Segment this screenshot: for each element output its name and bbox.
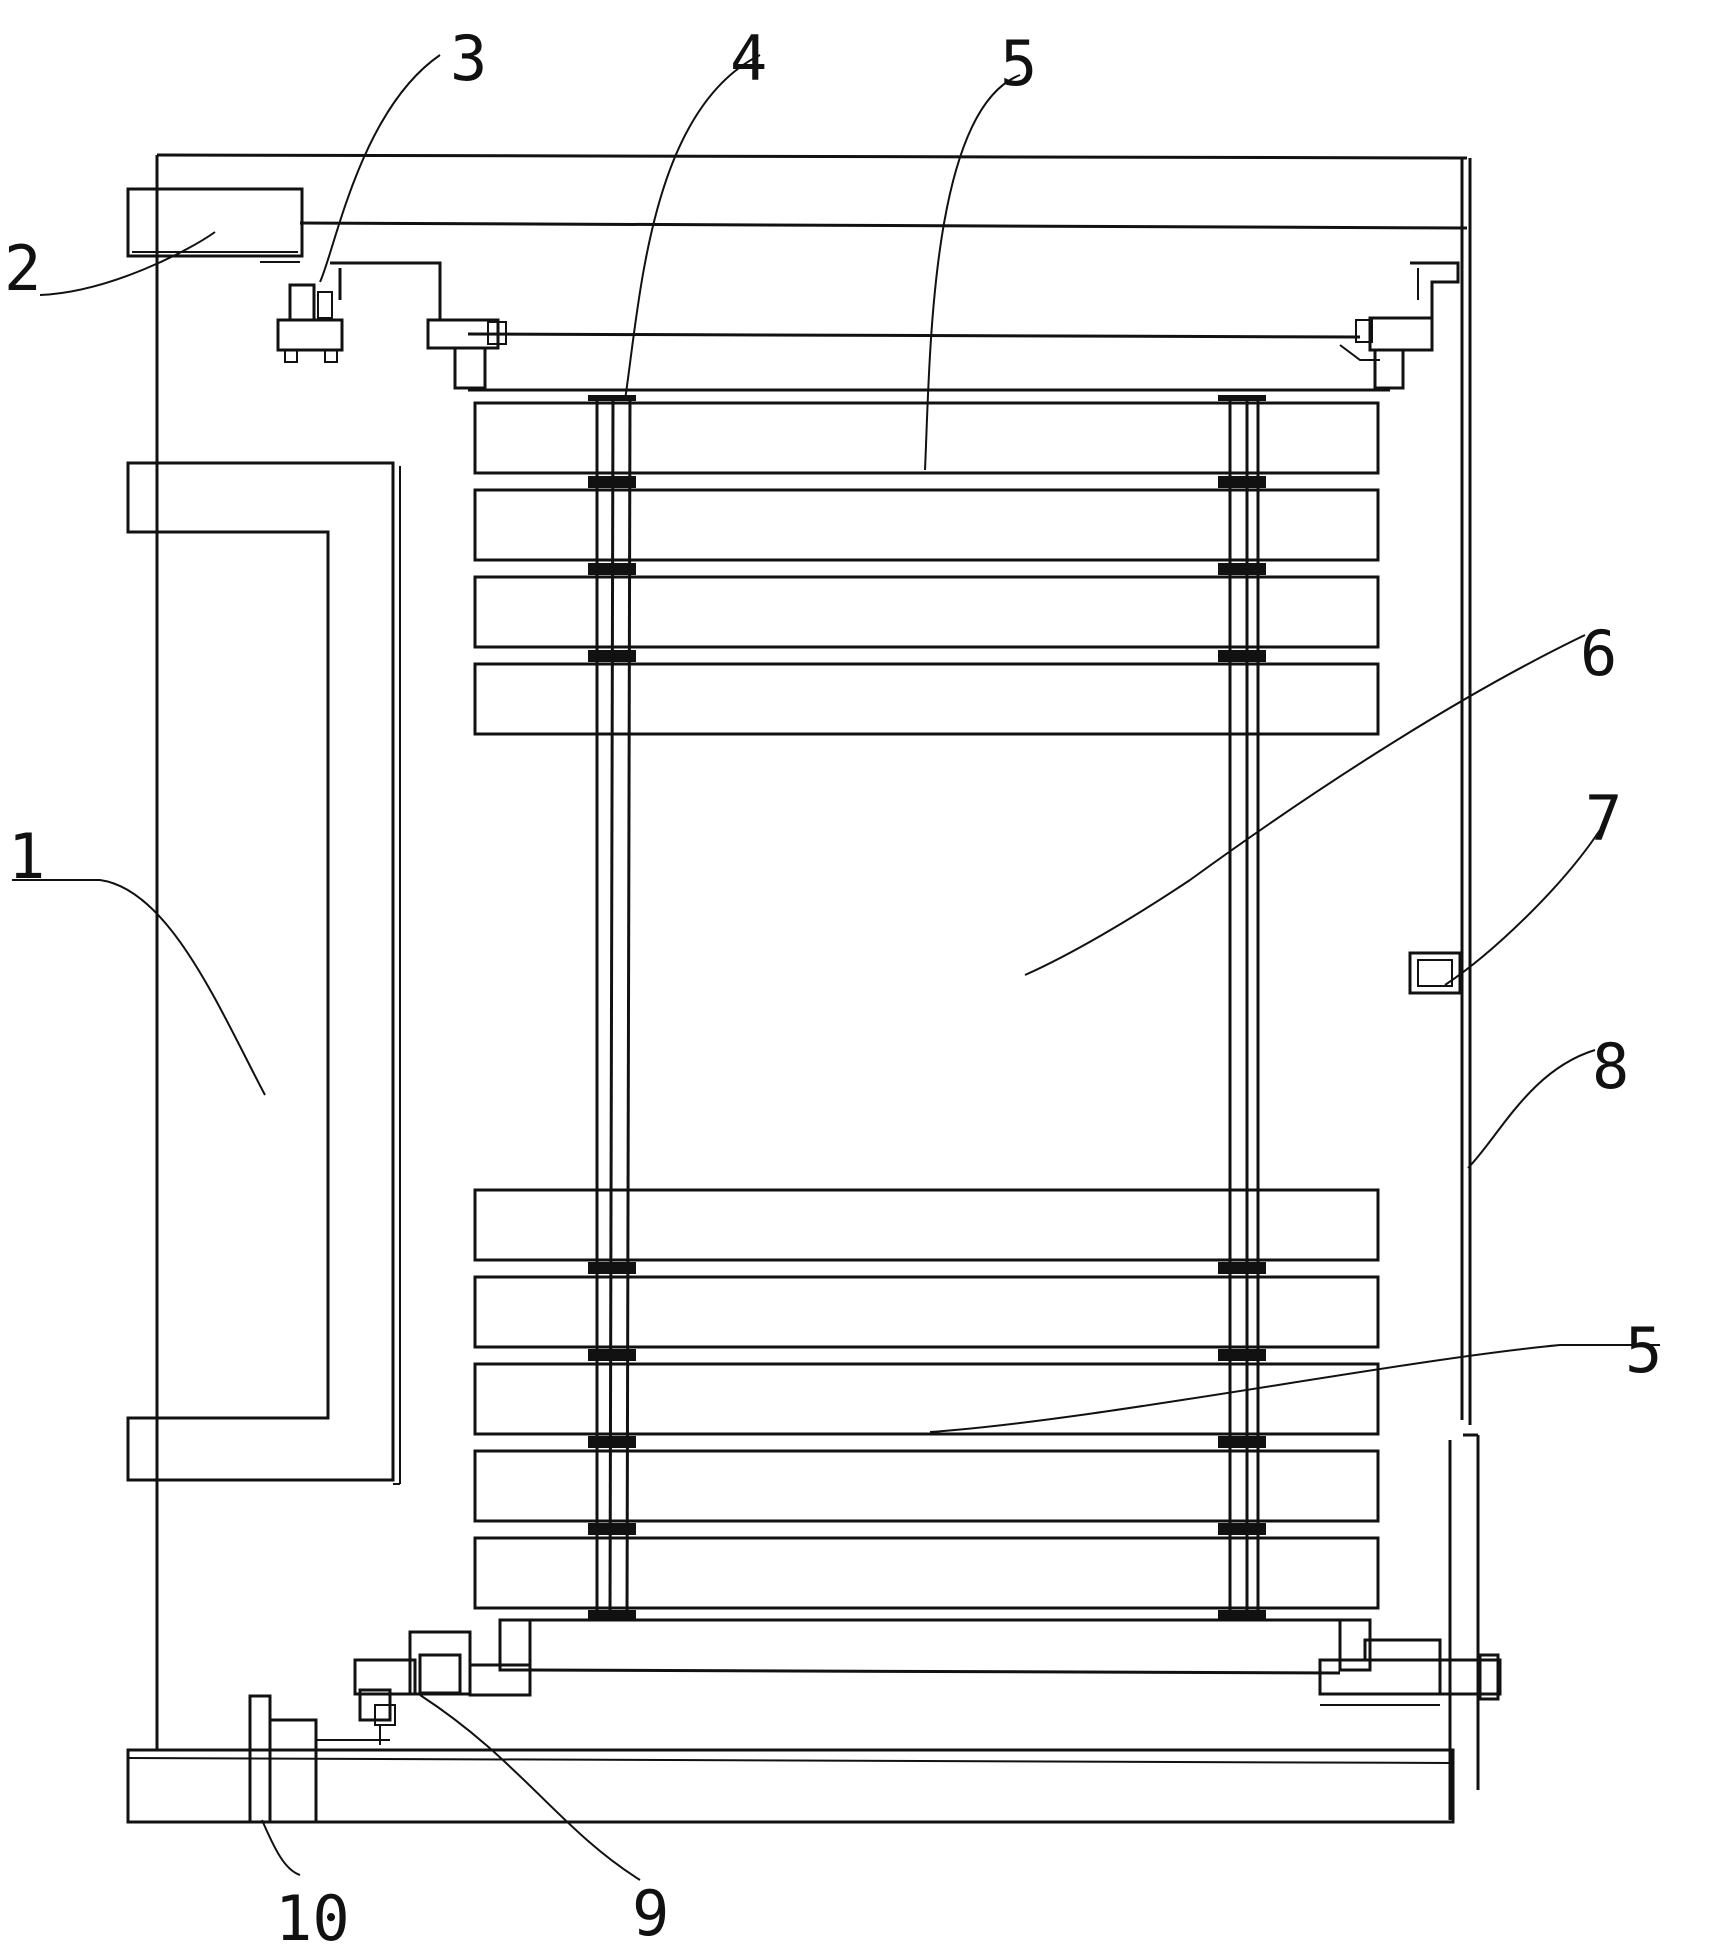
bottom-rail-assembly [353,1433,1502,1820]
label-5-top: 5 [1000,27,1037,100]
label-7: 7 [1585,782,1622,855]
top-rail-assembly [260,261,1460,392]
component-2-block [126,187,304,258]
slat [473,1362,1380,1436]
slat [473,1449,1380,1523]
slat [473,401,1380,475]
label-3: 3 [450,22,487,95]
slat [473,488,1380,562]
label-10: 10 [275,1882,350,1944]
rod-clips [588,395,1266,1620]
component-10-roller [248,1694,390,1824]
component-7-block [1408,951,1462,995]
slat [473,1536,1380,1610]
upper-slat-group [473,401,1380,736]
slat [473,1275,1380,1349]
slat [473,575,1380,649]
label-5-bottom: 5 [1625,1314,1662,1387]
label-6: 6 [1580,617,1617,690]
label-2: 2 [4,232,41,305]
label-1: 1 [8,820,45,893]
outer-frame [126,153,1472,1824]
slat [473,1188,1380,1262]
reference-labels: 1 2 3 4 5 5 6 7 8 9 10 [4,22,1662,1944]
vertical-rods [595,394,1260,1619]
lower-slat-group [473,1188,1380,1610]
label-8: 8 [1592,1030,1629,1103]
component-1-handle [126,461,401,1485]
label-4: 4 [730,22,767,95]
leader-lines [12,54,1660,1881]
slat [473,662,1380,736]
component-7-inner [1417,959,1453,987]
label-9: 9 [632,1877,669,1944]
